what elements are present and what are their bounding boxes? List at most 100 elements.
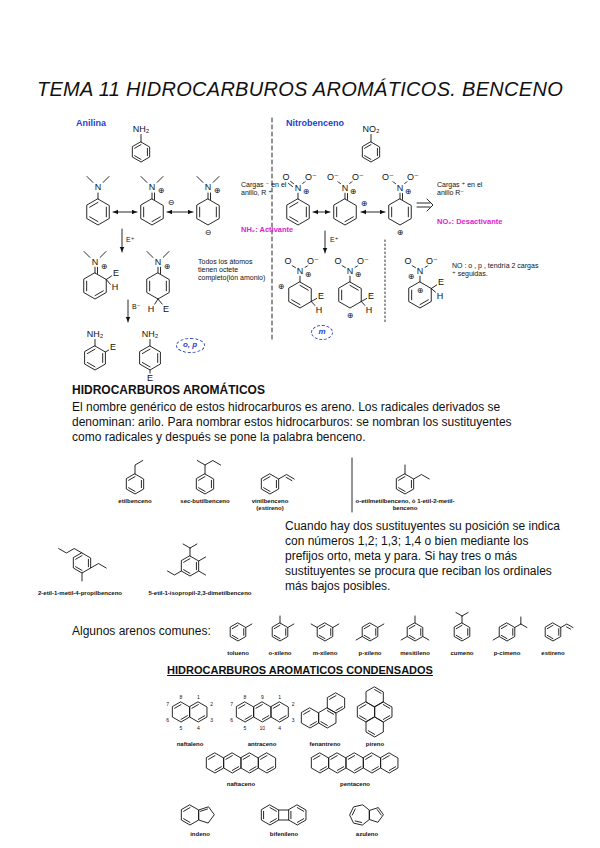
double-bond-line [243, 756, 249, 760]
chain-bond [521, 624, 527, 628]
double-bond-line [141, 480, 142, 487]
double-bond-line [399, 488, 405, 492]
dashed-oval-note: m [311, 325, 333, 340]
chain-bond [91, 564, 107, 569]
chain-bond [205, 461, 221, 475]
reagent-label: E⁺ [330, 236, 338, 244]
reaction-arrow [128, 300, 129, 322]
locant-number: 10 [260, 725, 266, 730]
double-bond-line [391, 207, 392, 217]
atom-label: H [147, 305, 156, 314]
ring-outline [329, 753, 346, 773]
chain-bond [135, 461, 143, 475]
dashed-oval-note: o, p [176, 338, 205, 353]
atom-label: O [333, 257, 342, 266]
chain-bond [190, 548, 191, 556]
double-bond-line [270, 808, 276, 812]
double-bond-line [409, 625, 415, 628]
implies-arrow [417, 207, 430, 208]
atom-label: N [94, 183, 103, 192]
note-text: NH₂: Activante [241, 226, 293, 235]
double-bond-line [184, 559, 190, 563]
double-bond-line [262, 716, 268, 720]
chain-bond [167, 571, 181, 575]
bond-line [347, 194, 348, 200]
double-bond-line [372, 767, 378, 771]
locant-number: 8 [180, 694, 183, 699]
ring-outline [339, 282, 362, 308]
chain-bond [311, 624, 317, 628]
compound-name: p-cimeno [494, 650, 521, 657]
double-bond-line [352, 809, 355, 815]
compound-name: etilbenceno [118, 498, 151, 505]
bond-line [213, 177, 219, 183]
chain-bond [279, 475, 295, 480]
double-bond-line [411, 290, 412, 300]
double-bond-line [196, 562, 197, 569]
charge-sign: ⊕ [164, 263, 171, 271]
bond-line [106, 276, 111, 280]
bond-line [197, 177, 203, 183]
double-bond-line [383, 756, 389, 760]
double-bond-line [166, 281, 167, 291]
double-bond-line [261, 756, 267, 760]
double-bond-line [292, 300, 300, 305]
bond-line [152, 193, 153, 199]
double-bond-line [90, 217, 98, 222]
charge-sign: ⊕ [397, 229, 404, 237]
charge-sign: ⊕ [417, 287, 424, 295]
double-bond-line [360, 705, 366, 709]
bond-line [424, 266, 428, 269]
body-text: Algunos arenos comunes: [72, 624, 211, 639]
atom-label: NH₂ [86, 330, 105, 339]
reagent-label: B⁻ [132, 303, 140, 311]
bond-line [210, 193, 211, 200]
double-bond-line [87, 362, 95, 366]
double-bond-line [456, 625, 462, 628]
ring-outline [254, 702, 271, 722]
double-bond-line [199, 488, 205, 492]
ring-outline [454, 623, 470, 641]
double-bond-line [88, 559, 89, 566]
double-bond-line [142, 362, 150, 366]
compound-name: estireno [541, 650, 564, 657]
locant-number: 1 [197, 694, 200, 699]
chain-bond [183, 544, 190, 548]
double-bond-line [399, 477, 405, 481]
ring-outline [73, 553, 90, 573]
atom-label: O⁻ [425, 257, 439, 266]
oval-text: m [318, 328, 325, 336]
double-bond-line [337, 767, 343, 771]
ring-outline [196, 474, 213, 494]
ring-outline [230, 623, 246, 641]
locant-number: 6 [230, 717, 233, 722]
chain-bond [356, 637, 362, 641]
bond-line [84, 252, 90, 258]
bond-line [157, 177, 163, 183]
locant-number: 5 [244, 725, 247, 730]
double-bond-line [512, 629, 513, 636]
atom-label: H [315, 306, 324, 315]
page-title: TEMA 11 HIDROCARBUROS AROMÁTICOS. BENCEN… [37, 78, 563, 101]
atom-label: O⁻ [406, 173, 420, 182]
bond-line [163, 252, 169, 258]
charge-sign: ⊖ [168, 199, 175, 207]
ring-outline [366, 687, 383, 707]
bond-line [141, 177, 147, 183]
double-bond-line [360, 716, 366, 720]
bond-line [402, 194, 403, 200]
separator-line [352, 458, 353, 512]
ring-outline [350, 805, 370, 825]
double-bond-line [184, 570, 190, 574]
locant-number: 4 [278, 725, 281, 730]
ring-outline [199, 807, 214, 823]
ring-outline [327, 693, 344, 713]
double-bond-line [330, 696, 336, 700]
chain-bond [462, 613, 468, 617]
bond-line [279, 820, 289, 821]
chain-bond [280, 616, 281, 623]
ring-outline [317, 623, 333, 641]
ring-outline [172, 702, 189, 722]
charge-sign: ⊕ [303, 188, 310, 196]
bond-line [87, 177, 93, 183]
